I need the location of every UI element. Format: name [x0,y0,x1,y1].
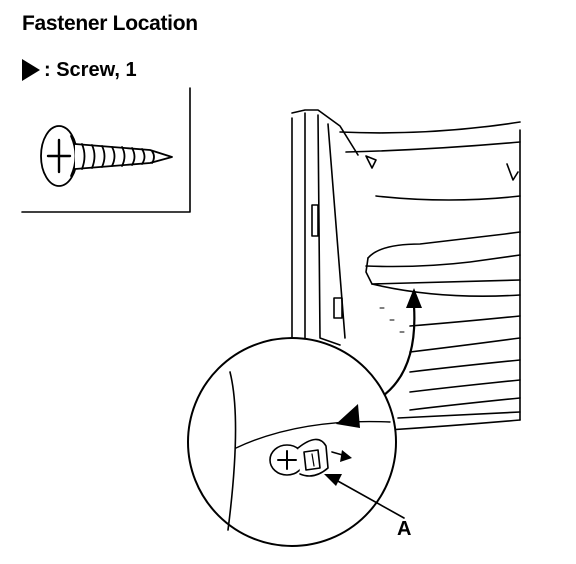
page-title: Fastener Location [22,12,198,35]
magnified-detail-circle [187,337,397,547]
zoom-pointer-arrow [378,288,422,400]
screw-detail-box [21,87,191,213]
legend-screw: : Screw, 1 [21,57,137,83]
triangle-marker-icon [22,59,40,81]
legend-label: : Screw, 1 [44,58,137,81]
screw-icon [40,125,173,187]
callout-label-a: A [397,518,412,540]
door-panel [291,109,521,431]
clip-screw-detail [269,438,352,477]
callout-a-leader [324,474,405,519]
